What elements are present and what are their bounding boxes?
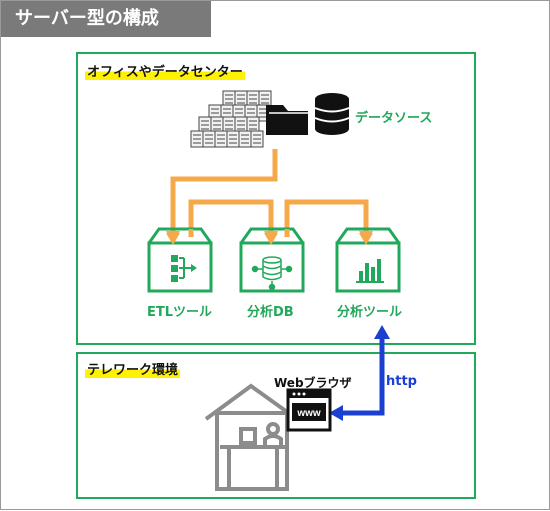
server-rack-icon xyxy=(190,90,272,148)
folder-icon xyxy=(266,105,308,135)
house-icon xyxy=(204,383,299,491)
tool-box-db xyxy=(239,227,305,293)
tool-label-db: 分析DB xyxy=(247,305,294,320)
etl-flow-icon xyxy=(171,255,197,282)
telework-box xyxy=(76,352,476,499)
bar-chart-icon xyxy=(356,259,384,283)
office-title: オフィスやデータセンター xyxy=(85,61,245,80)
tool-label-chart: 分析ツール xyxy=(337,305,403,320)
database-icon xyxy=(314,93,350,135)
browser-text: www xyxy=(296,408,321,419)
telework-title: テレワーク環境 xyxy=(85,359,181,378)
tool-label-etl: ETLツール xyxy=(147,305,213,320)
browser-label: Webブラウザ xyxy=(274,376,352,390)
office-box xyxy=(76,52,476,345)
http-label: http xyxy=(386,374,417,389)
database-network-icon xyxy=(251,256,293,291)
tool-box-etl xyxy=(147,227,213,293)
data-flow-arrows xyxy=(170,149,369,233)
page-title: サーバー型の構成 xyxy=(1,1,211,37)
http-arrow xyxy=(329,325,390,421)
datasource-label: データソース xyxy=(355,111,433,126)
browser-window-icon: www xyxy=(286,388,332,432)
